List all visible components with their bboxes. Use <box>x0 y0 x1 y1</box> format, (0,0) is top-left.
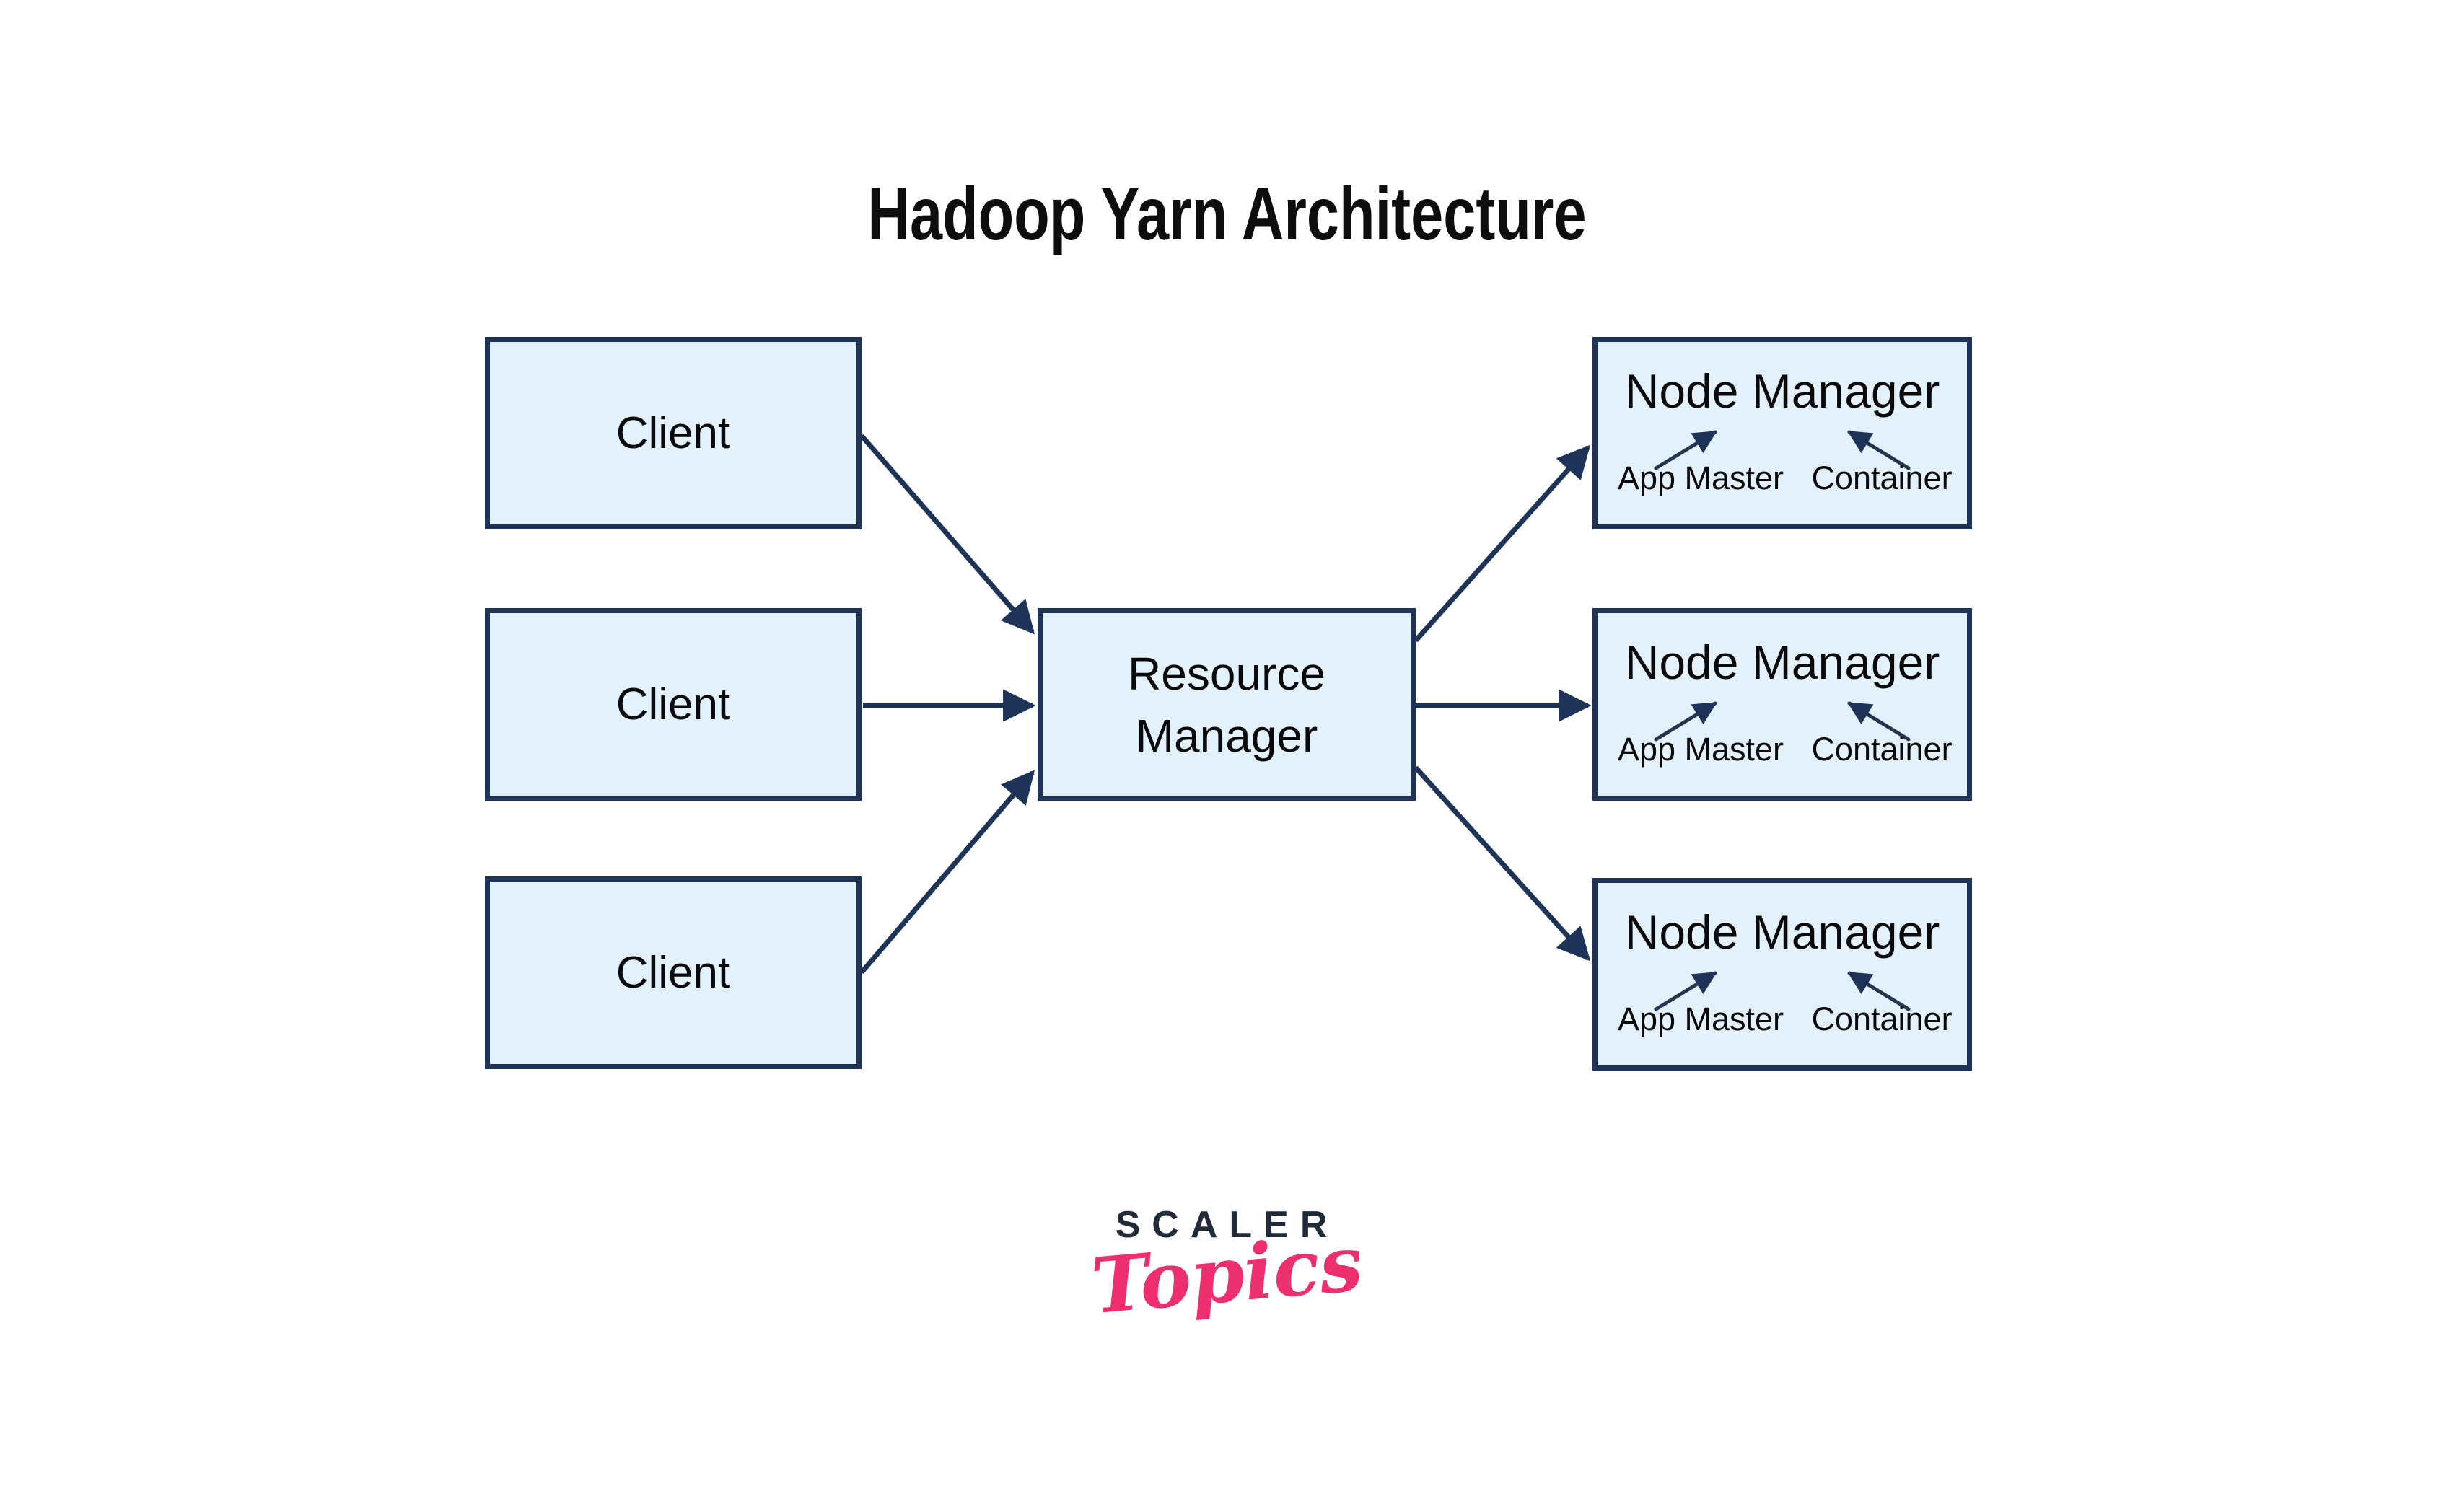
edge-client3-to-resource-manager <box>859 770 1035 975</box>
node-manager-2-container-label: Container <box>1811 731 1953 768</box>
node-manager-1-box: Node Manager App Master Container <box>1592 337 1972 529</box>
node-manager-3-app-master-label: App Master <box>1617 1001 1784 1037</box>
node-manager-3-title: Node Manager <box>1624 905 1940 959</box>
node-manager-1-title: Node Manager <box>1624 364 1940 418</box>
edge-container-to-node-manager <box>1847 701 1911 742</box>
edge-resource-manager-to-node-manager-1 <box>1414 444 1591 643</box>
resource-manager-label-line1: Resource <box>1128 647 1325 700</box>
node-manager-2-app-master-label: App Master <box>1617 731 1784 768</box>
edge-app-master-to-node-manager <box>1654 430 1717 470</box>
page-title: Hadoop Yarn Architecture <box>867 172 1587 256</box>
node-manager-1-container-label: Container <box>1811 460 1953 496</box>
edge-container-to-node-manager <box>1847 430 1911 470</box>
resource-manager-box: Resource Manager <box>1038 608 1416 801</box>
node-manager-3-box: Node Manager App Master Container <box>1592 878 1972 1071</box>
scaler-topics-script-logo: Topics <box>1087 1217 1367 1332</box>
edge-app-master-to-node-manager <box>1654 701 1717 742</box>
node-manager-2-title: Node Manager <box>1624 636 1940 689</box>
client-3-box: Client <box>485 876 862 1069</box>
node-manager-2-internal-arrows <box>1654 701 1911 742</box>
edge-resource-manager-to-node-manager-3 <box>1414 765 1591 962</box>
node-manager-1-internal-arrows <box>1654 430 1911 470</box>
resource-manager-label-line2: Manager <box>1135 709 1318 762</box>
edge-client1-to-resource-manager <box>859 434 1035 635</box>
node-manager-2-box: Node Manager App Master Container <box>1592 608 1972 801</box>
edge-container-to-node-manager <box>1847 971 1911 1011</box>
client-2-label: Client <box>615 680 731 729</box>
node-manager-3-container-label: Container <box>1811 1001 1953 1037</box>
client-3-label: Client <box>615 948 731 998</box>
scaler-logo-wordmark: SCALER <box>1115 1204 1339 1246</box>
client-1-label: Client <box>615 408 731 458</box>
client-2-box: Client <box>485 608 862 801</box>
edge-app-master-to-node-manager <box>1654 971 1717 1011</box>
client-1-box: Client <box>485 337 862 529</box>
node-manager-1-app-master-label: App Master <box>1617 460 1784 496</box>
node-manager-3-internal-arrows <box>1654 971 1911 1011</box>
